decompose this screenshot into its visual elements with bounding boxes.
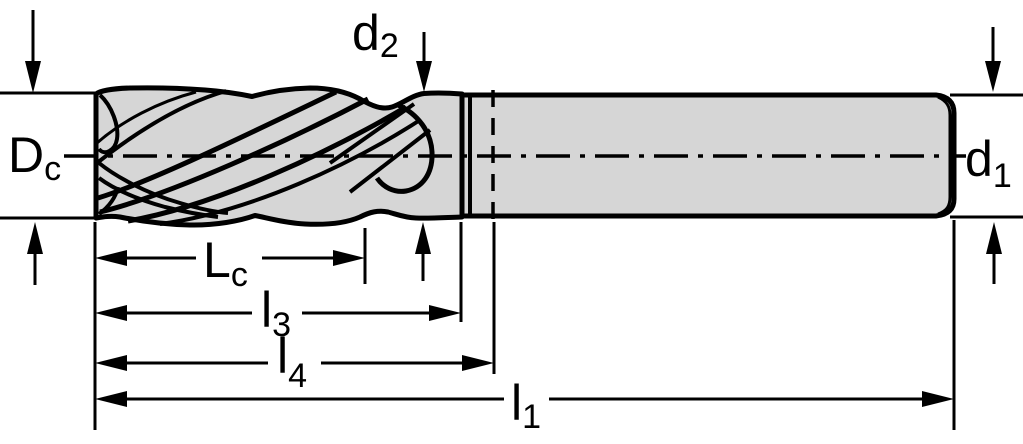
flute-edge-4 — [159, 118, 422, 226]
diameter-extension-lines — [0, 91, 1023, 220]
l3-right-arrow-icon — [429, 305, 461, 321]
label-d2: d2 — [352, 5, 399, 65]
label-d1: d1 — [965, 131, 1012, 195]
lc-dimension: Lc — [95, 232, 365, 294]
l1-dimension: l1 — [95, 375, 954, 436]
d2-dimension-arrows — [415, 32, 432, 281]
end-tooth-edge-3 — [97, 186, 120, 216]
flute-edge-6 — [96, 90, 197, 145]
l1-left-arrow-icon — [95, 391, 127, 407]
lc-right-arrow-icon — [333, 250, 365, 266]
length-extension-lines — [93, 220, 956, 430]
label-l1: l1 — [511, 375, 541, 436]
label-Dc: Dc — [8, 127, 61, 188]
runout-diagonal-1 — [328, 102, 416, 165]
end-tooth-curl — [97, 93, 120, 155]
flute-edge-2 — [99, 96, 370, 215]
runout-loop — [374, 102, 435, 194]
helical-flute-lines — [95, 89, 422, 226]
flute-runout — [328, 102, 435, 194]
dc-dimension-arrows — [25, 10, 43, 285]
l4-right-arrow-icon — [462, 355, 494, 371]
d2-bottom-arrow-icon — [415, 222, 431, 254]
d1-top-arrow-icon — [985, 61, 1001, 92]
label-l3: l3 — [261, 282, 291, 344]
label-l4: l4 — [277, 328, 307, 395]
l3-left-arrow-icon — [95, 305, 127, 321]
shank-body — [459, 92, 957, 219]
flute-edge-5 — [95, 89, 227, 165]
label-Lc: Lc — [203, 232, 248, 294]
l4-left-arrow-icon — [95, 355, 127, 371]
d1-dimension-arrows — [985, 27, 1002, 284]
end-face-teeth — [97, 93, 229, 219]
flute-section — [93, 85, 465, 228]
d1-bottom-arrow-icon — [986, 222, 1002, 254]
d2-top-arrow-icon — [416, 61, 432, 92]
l3-dimension: l3 — [95, 282, 461, 344]
shank — [459, 90, 957, 220]
l1-right-arrow-icon — [922, 391, 954, 407]
runout-diagonal-2 — [348, 128, 432, 194]
end-tooth-edge-1 — [97, 161, 229, 215]
dc-bottom-arrow-icon — [27, 222, 43, 254]
lc-left-arrow-icon — [95, 250, 127, 266]
end-tooth-edge-2 — [97, 176, 219, 219]
flute-edge-3 — [127, 104, 408, 224]
l4-dimension: l4 — [95, 328, 494, 395]
diameter-labels: Dc d2 d1 — [8, 5, 1012, 195]
dc-top-arrow-icon — [25, 61, 41, 93]
